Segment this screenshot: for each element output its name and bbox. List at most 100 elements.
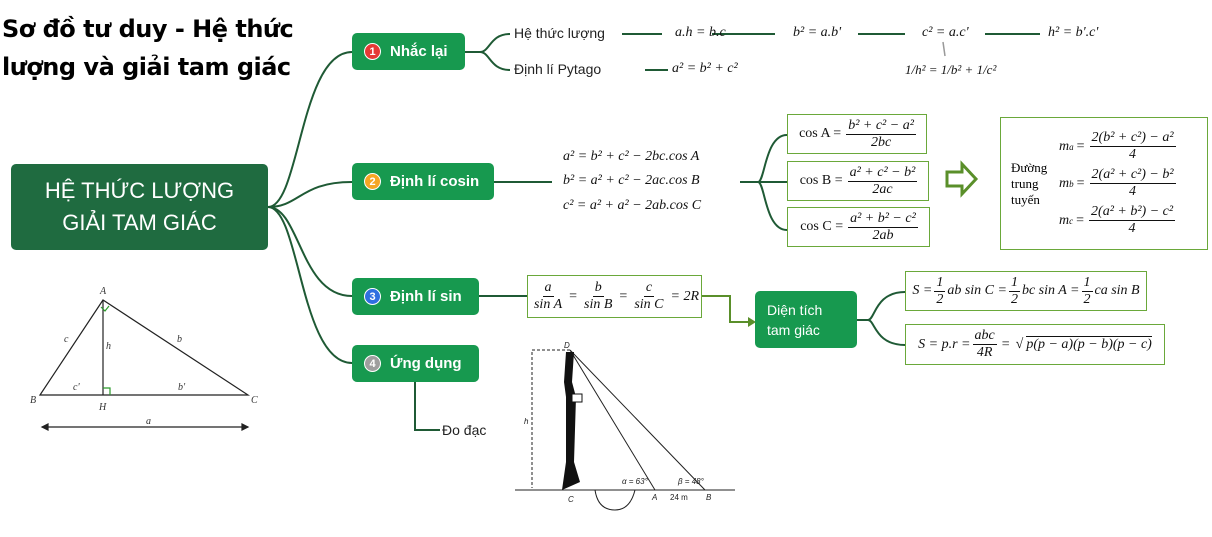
triangle-b: b (177, 334, 182, 345)
number-badge-icon: 2 (364, 173, 381, 190)
cosine-medians-2-num: 2(a² + b²) − c² (1089, 204, 1176, 221)
application-tower-A: A (651, 493, 657, 502)
cosine-medians-2-sub: c (1069, 215, 1074, 226)
cosine-medians-1-num: 2(a² + c²) − b² (1089, 167, 1176, 184)
formula-b2: b² = a.b' (793, 25, 842, 40)
area-node[interactable]: Diện tích tam giác (755, 291, 857, 348)
cosine-medians-0-den: 4 (1129, 147, 1137, 162)
application-tower-beta: β = 48° (677, 477, 705, 486)
area-f2-num: abc (972, 328, 997, 345)
triangle-c: c (64, 334, 69, 345)
cosine-law-c: c² = a² + a² − 2ab.cos C (563, 198, 702, 213)
area-f2-den: 4R (976, 345, 993, 360)
triangle-B: B (30, 395, 36, 406)
triangle-C: C (251, 395, 258, 406)
triangle-a: a (146, 416, 151, 427)
area-f1-h: 1 (1081, 274, 1093, 292)
cosine-law-b: b² = a² + c² − 2ac.cos B (563, 173, 700, 188)
cosine-cos-2-den: 2ab (872, 227, 894, 243)
cosine-law-a: a² = b² + c² − 2bc.cos A (563, 149, 700, 164)
connector-application (267, 206, 353, 364)
sine-fracs-1-den: sin B (584, 297, 613, 312)
cosine-medians-2-den: 4 (1128, 221, 1136, 236)
sine-fracs-0-num: a (542, 280, 554, 297)
cosine-cos-1-num: a² + c² − b² (847, 164, 918, 182)
area-node-0: Diện tích (767, 301, 823, 318)
arrow-sin-to-area (702, 295, 748, 323)
application-tower-C: C (568, 495, 574, 504)
area-node-1: tam giác (767, 321, 820, 338)
sine-rhs: = 2R (670, 288, 700, 304)
cosine-cos-0-den: 2bc (870, 134, 892, 150)
sine-fracs-1-num: b (592, 280, 604, 297)
branch-cosine[interactable]: 2 Định lí cosin (352, 163, 494, 200)
cosine-cos-0-lhs: cos A = (799, 126, 842, 141)
area-f1-p2: bc sin A = (1021, 283, 1080, 298)
cosine-cos-1-lhs: cos B = (799, 173, 843, 188)
branch-label: Định lí sin (390, 288, 462, 305)
cosine-median-label-2: tuyến (1011, 191, 1040, 207)
triangle-H: H (98, 402, 107, 413)
branch-label: Ứng dụng (390, 355, 462, 372)
formula-h2: h² = b'.c' (1048, 25, 1099, 40)
hollow-arrow-icon (945, 160, 979, 198)
central-0: HỆ THỨC LƯỢNG (44, 178, 235, 203)
application-tower-h: h (524, 417, 529, 426)
area-f1-two: 2 (936, 291, 944, 307)
title-0: Sơ đồ tư duy - Hệ thức (2, 15, 294, 43)
cosine-median-label-1: trung (1011, 175, 1039, 191)
he-thuc-luong-label: Hệ thức lượng (514, 25, 605, 41)
branch-label: Nhắc lại (390, 43, 448, 60)
application-tower-alpha: α = 63° (622, 477, 649, 486)
cosine-medians-1-sub: b (1069, 178, 1074, 189)
branch-label: Định lí cosin (390, 173, 480, 190)
area-f1-p1: ab sin C = (947, 283, 1007, 298)
application-tower-D: D (564, 342, 570, 350)
pytago-label: Định lí Pytago (514, 61, 602, 77)
formula-ah-bc: a.h = b.c (675, 25, 726, 40)
cosine-medians-0-lhs: m (1059, 138, 1070, 154)
area-f1-h: 1 (934, 274, 946, 292)
formula-pytago: a² = b² + c² (672, 61, 738, 76)
cosine-cos-0-num: b² + c² − a² (846, 117, 916, 135)
formula-inverse-h2: 1/h² = 1/b² + 1/c² (905, 62, 997, 77)
cosine-medians-1-den: 4 (1129, 184, 1137, 199)
formula-c2: c² = a.c' (922, 25, 969, 40)
area-f1-p3: ca sin B (1094, 283, 1140, 298)
area-f1-two: 2 (1083, 291, 1091, 307)
area-f1-h: 1 (1008, 274, 1020, 292)
connector-cosine (267, 181, 353, 208)
connector-recall (267, 51, 353, 208)
cosine-medians-1-lhs: m (1059, 175, 1070, 191)
cosine-medians-0-num: 2(b² + c²) − a² (1089, 130, 1176, 147)
area-f2-s: S = p.r = (918, 336, 971, 352)
triangle-c1: c' (73, 382, 80, 393)
cosine-medians-0-sub: a (1069, 141, 1074, 152)
cosine-median-label-0: Đường (1011, 159, 1048, 175)
area-f1-s: S = (912, 283, 933, 298)
central-topic[interactable]: HỆ THỨC LƯỢNG GIẢI TAM GIÁC (11, 164, 268, 250)
connector-recall-children (465, 33, 511, 71)
cosine-cos-2-lhs: cos C = (800, 219, 844, 234)
area-f2-root: p(p − a)(p − b)(p − c) (1026, 336, 1152, 352)
area-f1-two: 2 (1010, 291, 1018, 307)
central-1: GIẢI TAM GIÁC (62, 210, 217, 235)
